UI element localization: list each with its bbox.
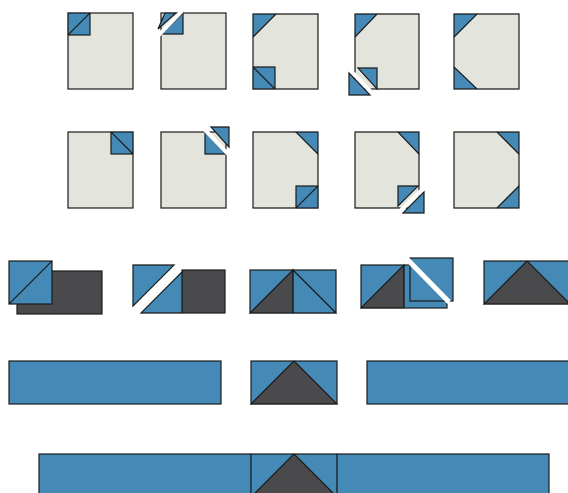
row1-step1-block: [68, 13, 133, 89]
row2-step5-block: [454, 132, 519, 208]
row3-step4-unit: [361, 256, 453, 308]
left-blue-strip: [9, 361, 221, 404]
row1-step4-block: [349, 14, 419, 95]
right-blue-strip: [337, 454, 549, 493]
row1-step5-block: [454, 14, 519, 89]
left-blue-strip: [39, 454, 251, 493]
row4-left-strip: [9, 361, 221, 404]
blue-square-overlay: [410, 258, 453, 301]
row3-step1-unit: [9, 261, 102, 314]
row4-geese-unit: [251, 361, 337, 404]
row3-step5-unit: [484, 261, 568, 304]
row3-step3-unit: [250, 270, 336, 313]
right-blue-strip: [367, 361, 568, 404]
row3-step2-unit: [132, 265, 225, 316]
row2-step4-block: [355, 132, 424, 213]
row5-joined-strip: [39, 454, 549, 493]
row2-step2-block: [161, 127, 229, 208]
dark-rectangle-right: [182, 270, 225, 313]
row2-step1-block: [68, 132, 133, 208]
row2-step3-block: [253, 132, 318, 208]
diagram-layer: [9, 11, 568, 493]
row1-step2-block: [158, 11, 226, 89]
row4-right-strip: [367, 361, 568, 404]
row1-step3-block: [253, 14, 318, 89]
